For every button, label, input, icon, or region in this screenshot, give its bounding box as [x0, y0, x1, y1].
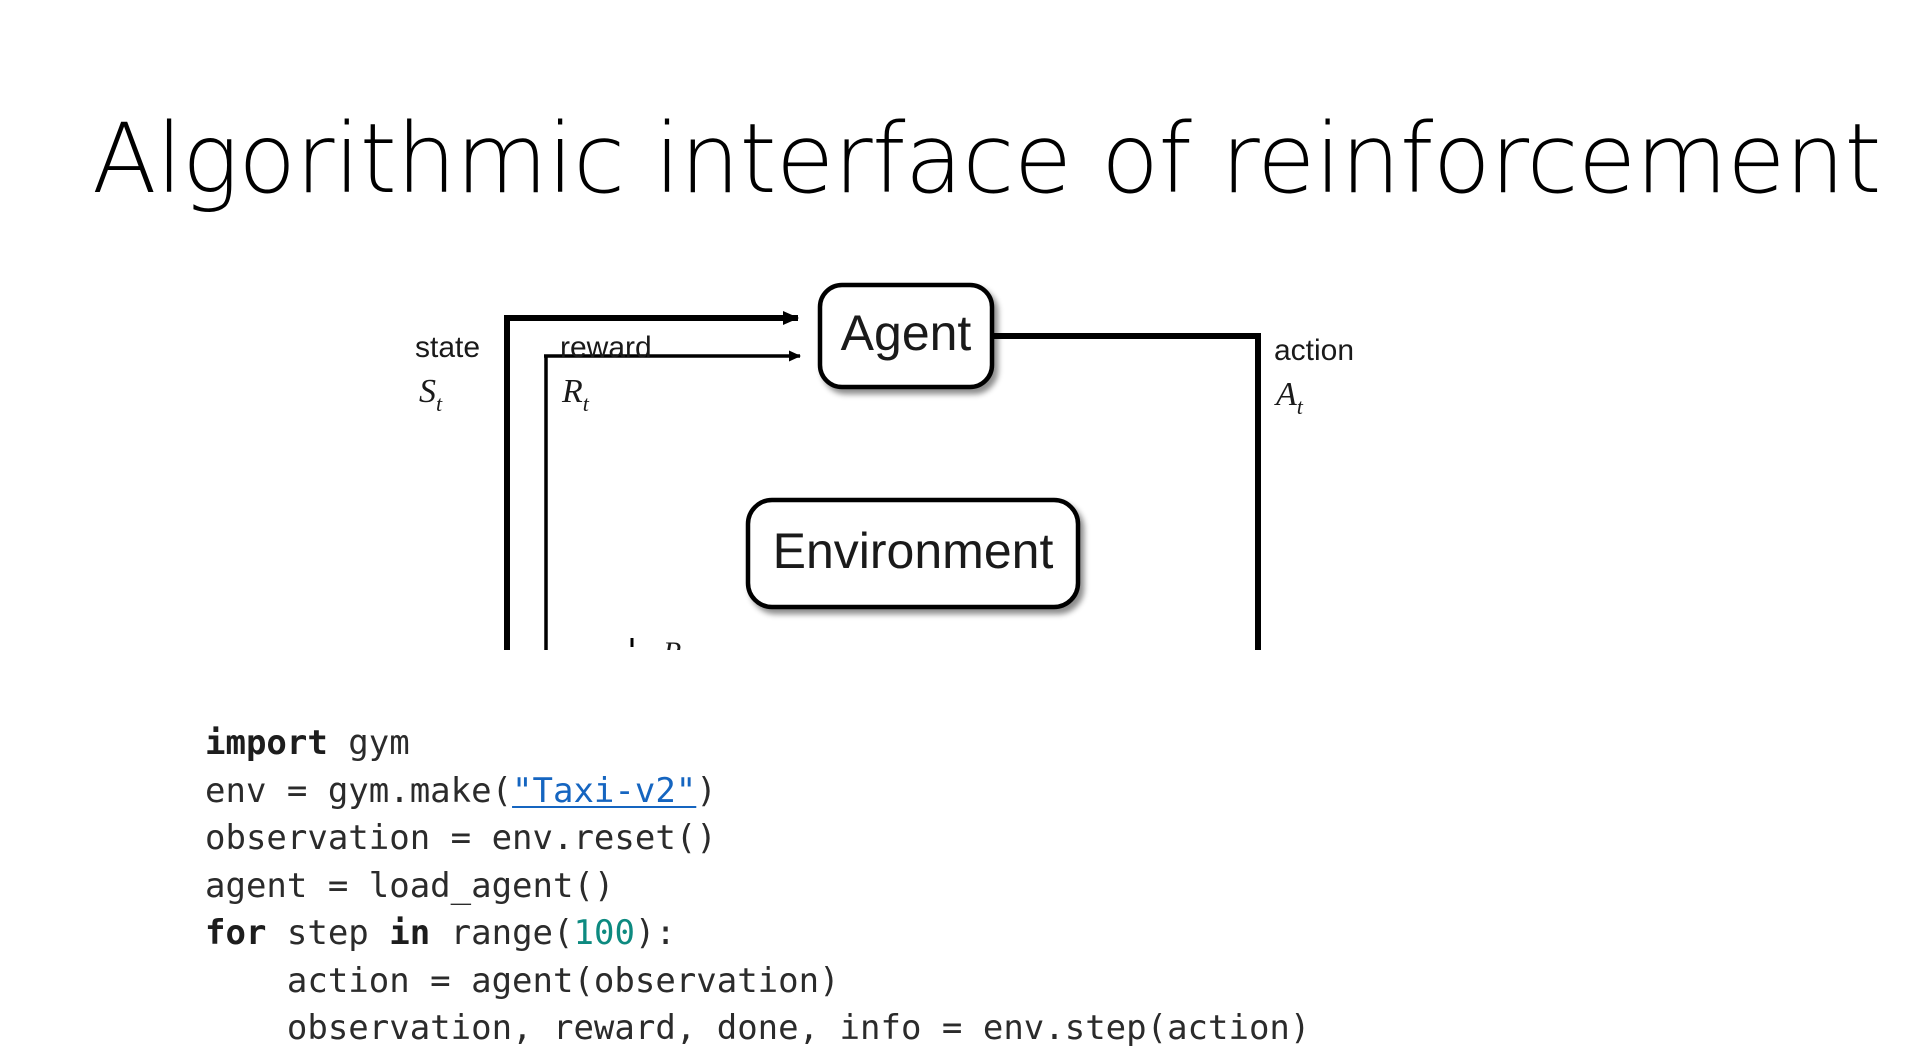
code-keyword: for [205, 913, 267, 953]
code-text: ) [696, 770, 717, 811]
code-line: import gym [205, 723, 410, 763]
code-line: observation = env.reset() [205, 818, 717, 858]
code-text: action = agent(observation) [205, 960, 840, 1001]
code-line: observation, reward, done, info = env.st… [205, 1008, 1311, 1048]
code-link-taxi-v2[interactable]: "Taxi-v2" [512, 770, 697, 811]
code-keyword: import [205, 723, 328, 763]
state-symbol: St [419, 373, 443, 416]
action-label: action [1274, 334, 1354, 367]
state-edge [504, 311, 799, 650]
code-text: observation = env.reset() [205, 818, 717, 858]
action-edge [990, 333, 1261, 650]
next-reward-symbol: Rt+1 [662, 636, 710, 650]
reward-symbol: Rt [561, 373, 590, 416]
reward-label-group: reward Rt [560, 331, 652, 416]
code-text: agent = load_agent() [205, 865, 615, 906]
code-number: 100 [573, 913, 635, 953]
code-text: observation, reward, done, info = env.st… [205, 1008, 1311, 1048]
code-text: env = gym.make( [205, 770, 513, 811]
code-text: step [266, 913, 390, 953]
code-text: ): [634, 913, 676, 953]
environment-node-label: Environment [773, 523, 1054, 579]
reward-edge [544, 350, 801, 650]
agent-environment-loop-diagram: Agent Environment state St reward Rt [0, 250, 1400, 650]
page-title: Algorithmic interface of reinforcement l… [92, 103, 1920, 216]
agent-node: Agent [817, 282, 995, 390]
environment-node: Environment [745, 497, 1081, 610]
code-line: env = gym.make("Taxi-v2") [205, 771, 717, 811]
code-text: gym [327, 723, 410, 763]
code-text: range( [430, 913, 574, 953]
state-label: state [415, 331, 480, 364]
code-snippet: import gym env = gym.make("Taxi-v2") obs… [205, 720, 1310, 1053]
action-symbol: At [1274, 376, 1304, 419]
code-line: agent = load_agent() [205, 866, 614, 906]
reward-label: reward [560, 331, 652, 364]
state-label-group: state St [415, 331, 480, 416]
code-line: for step in range(100): [205, 913, 676, 953]
code-keyword: in [389, 913, 431, 953]
action-label-group: action At [1274, 334, 1354, 419]
agent-node-label: Agent [841, 305, 972, 361]
code-line: action = agent(observation) [205, 961, 840, 1001]
